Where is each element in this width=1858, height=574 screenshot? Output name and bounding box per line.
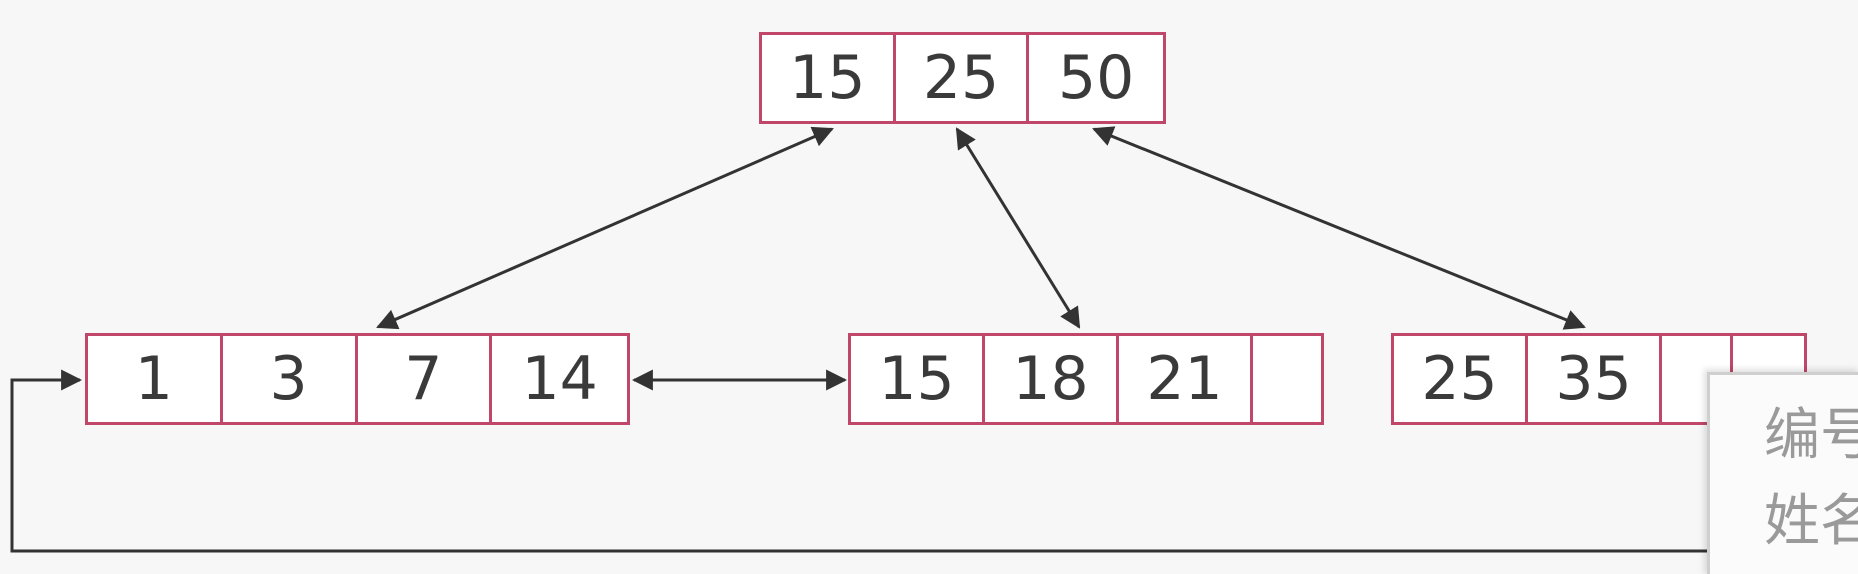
- arrow-root-to-leaf-2: [955, 127, 1081, 329]
- leaf-key: 15: [851, 336, 985, 422]
- leaf-key: 21: [1119, 336, 1253, 422]
- overlay-popup: 编号 姓名: [1707, 372, 1858, 574]
- popup-text: 编号 姓名: [1710, 375, 1858, 565]
- root-key: 50: [1057, 43, 1135, 113]
- leaf-key: 7: [358, 336, 493, 422]
- leaf-key: 35: [1528, 336, 1663, 422]
- popup-line-2: 姓名: [1764, 489, 1858, 554]
- arrow-root-to-leaf-1: [376, 126, 834, 330]
- root-key: 15: [762, 35, 896, 121]
- leaf-node-3: 25 35: [1391, 333, 1807, 425]
- leaf-node-1: 1 3 7 14: [85, 333, 630, 425]
- leaf-key: 25: [1394, 336, 1529, 422]
- arrow-loop-back-to-leaf-1: [10, 369, 1720, 553]
- leaf-key: 3: [223, 336, 358, 422]
- leaf-node-2: 15 18 21: [848, 333, 1324, 425]
- popup-line-1: 编号: [1764, 403, 1858, 468]
- arrow-root-to-leaf-3: [1092, 126, 1586, 330]
- leaf-key-empty: [1253, 336, 1321, 422]
- leaf-key: 1: [88, 336, 223, 422]
- root-node: 15 25 50: [759, 32, 1166, 124]
- leaf-key: 18: [985, 336, 1119, 422]
- root-key: 25: [896, 35, 1030, 121]
- leaf-key: 14: [521, 344, 598, 414]
